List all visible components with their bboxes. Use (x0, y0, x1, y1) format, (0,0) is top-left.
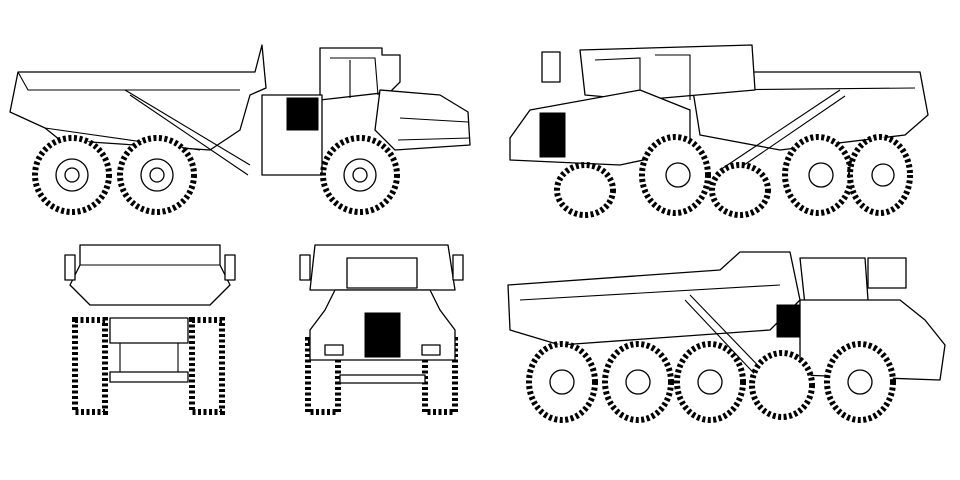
cab (799, 257, 869, 306)
dump-body (69, 244, 231, 306)
wheel (72, 317, 108, 415)
rear-view-wheels (526, 341, 896, 423)
cab (579, 44, 756, 101)
front-view-wheels (554, 134, 913, 218)
truck-rear-view (64, 244, 236, 415)
grille (364, 312, 401, 358)
cab (319, 47, 401, 101)
grille (539, 112, 566, 158)
truck-front-view (299, 244, 464, 415)
windshield (346, 257, 418, 289)
hood (374, 89, 471, 151)
truck-front-three-quarter-view (509, 44, 929, 218)
engine-panel (286, 97, 319, 131)
truck-rear-three-quarter-view (507, 251, 946, 423)
engine-panel (776, 304, 800, 338)
wheel (189, 317, 225, 415)
truck-side-view (9, 44, 471, 215)
side-wheels (32, 135, 400, 215)
